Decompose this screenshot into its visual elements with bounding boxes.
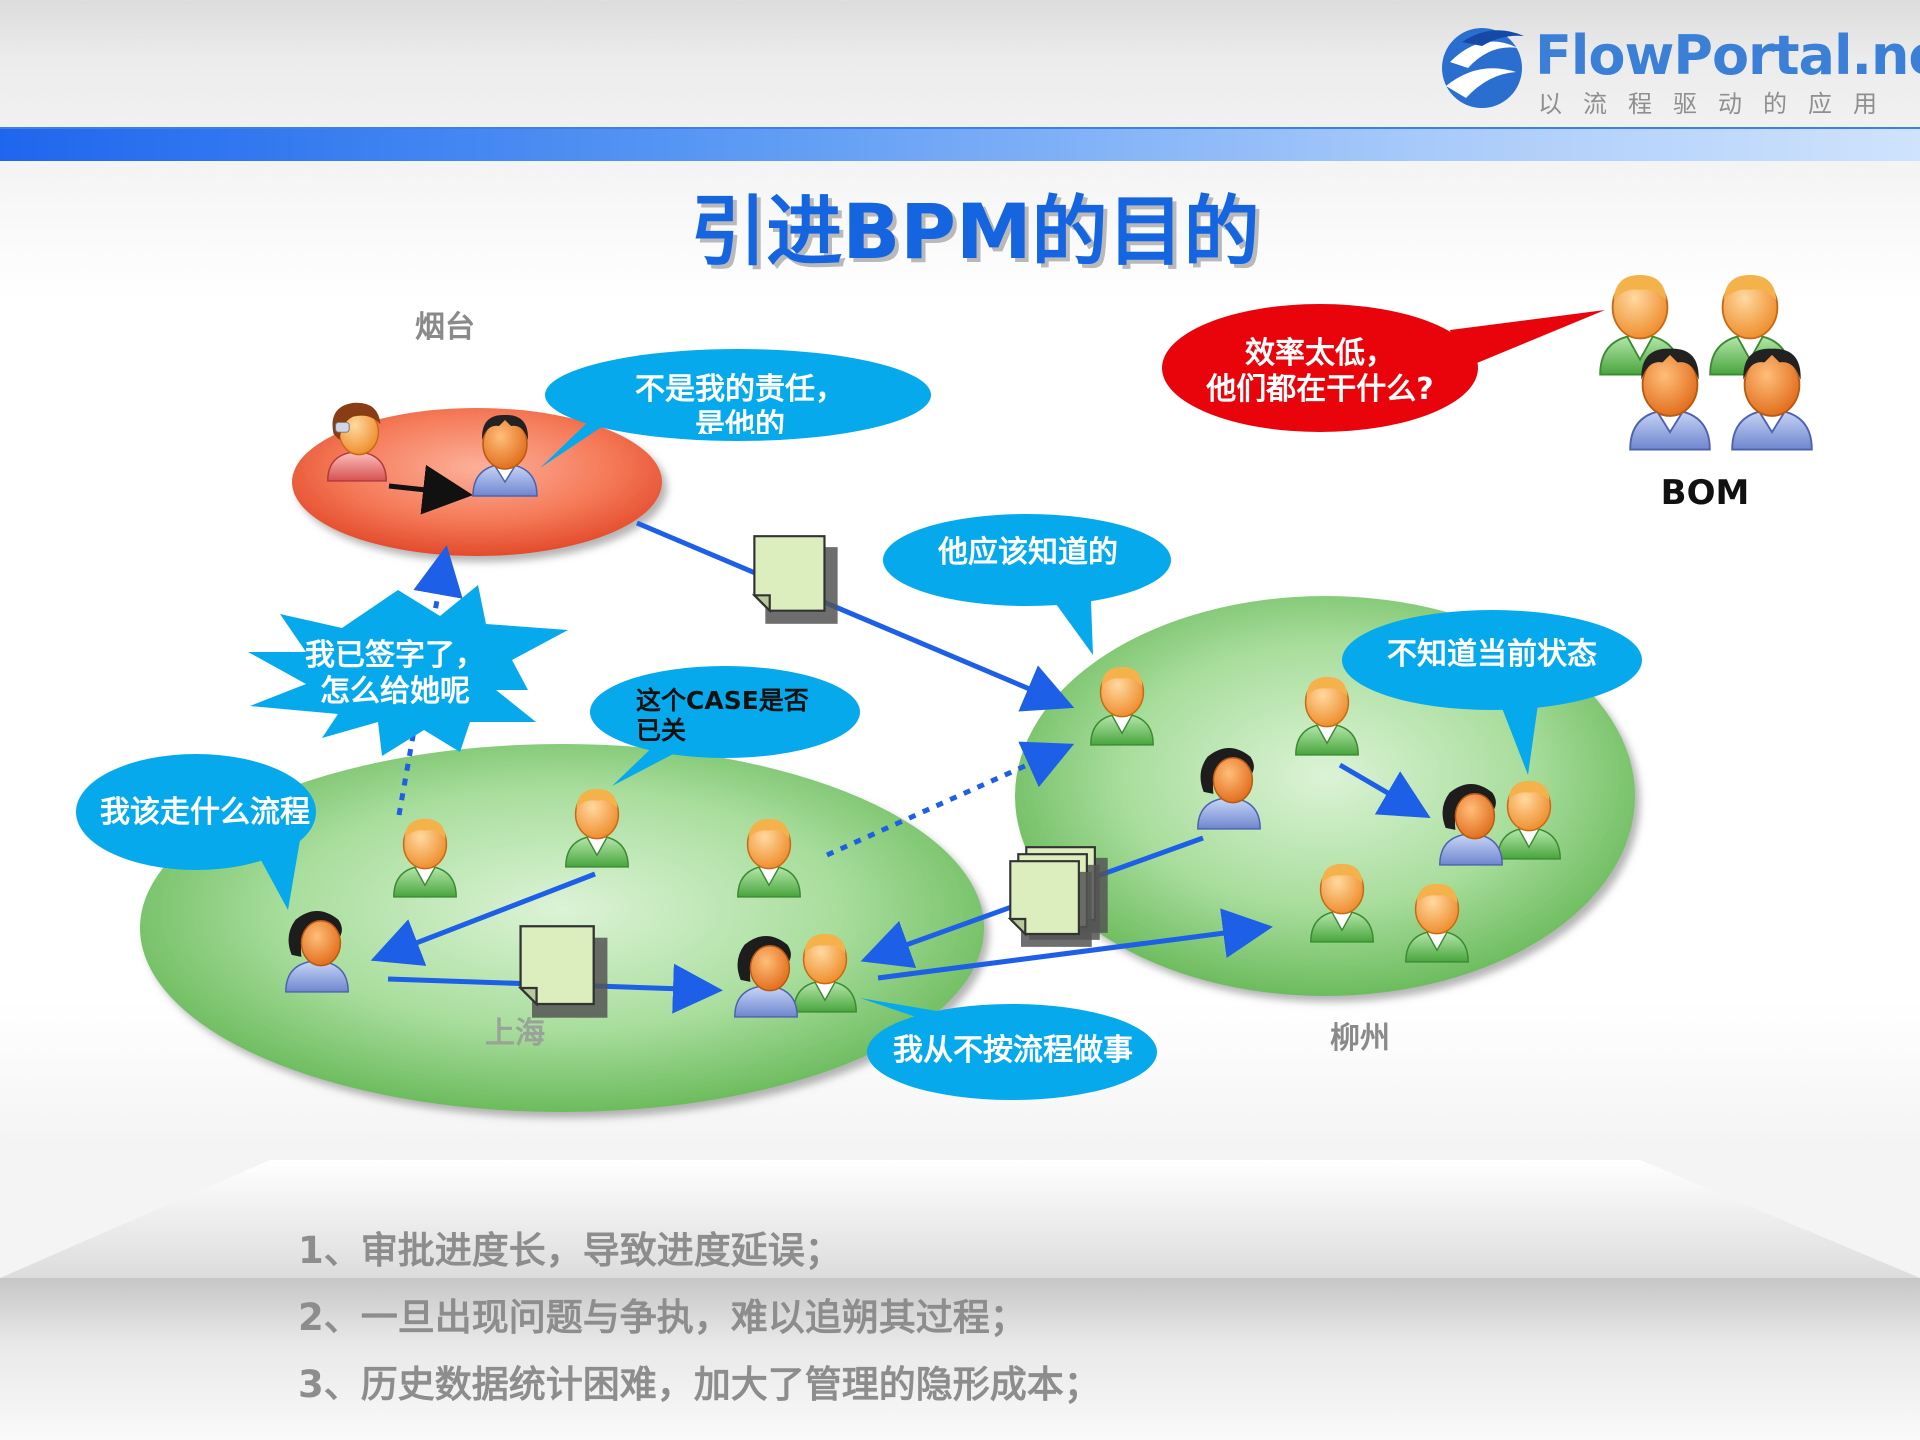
arrow-to-left-person	[370, 871, 596, 966]
bubble-case-closed	[590, 666, 860, 786]
problem-1: 1、审批进度长，导致进度延误；	[298, 1229, 842, 1272]
arrow-yantai-handoff	[388, 464, 473, 515]
city-label-shanghai: 上海	[485, 1016, 545, 1051]
bubble-never-follow	[860, 998, 1157, 1100]
person-female-blue-icon	[1197, 747, 1261, 830]
bubble-text-never-follow: 我从不按流程做事	[893, 1033, 1133, 1068]
collaboration-diagram	[76, 274, 1813, 1112]
document-icon	[519, 925, 609, 1019]
bottom-slab	[0, 1160, 1920, 1440]
bubble-unknown-state	[1342, 610, 1642, 775]
bubble-text-which-flow: 我该走什么流程	[100, 795, 310, 830]
bubble-text-efficiency: 效率太低， 他们都在干什么?	[1206, 336, 1434, 407]
city-label-liuzhou: 柳州	[1330, 1021, 1390, 1056]
header-band	[0, 129, 1920, 161]
brand-tagline: 以流程驱动的应用	[1538, 90, 1898, 118]
bubble-text-unknown-state: 不知道当前状态	[1387, 637, 1597, 672]
bubble-should-know	[883, 514, 1171, 655]
logo-swirl-icon	[1442, 28, 1524, 108]
bom-label: BOM	[1660, 473, 1750, 513]
person-female-blue-icon	[285, 910, 349, 993]
bubble-text-case-closed: 这个CASE是否 已关	[636, 686, 809, 745]
page-title: 引进BPM的目的	[690, 187, 1260, 276]
problem-2: 2、一旦出现问题与争执，难以追朔其过程；	[298, 1296, 1027, 1339]
bubble-which-flow	[76, 754, 316, 910]
bubble-text-signed: 我已签字了， 怎么给她呢	[305, 638, 485, 709]
brand-name: FlowPortal.net	[1535, 24, 1920, 87]
person-female-blue-icon	[734, 935, 798, 1018]
bubble-text-not-my-duty: 不是我的责任， 是他的	[635, 372, 845, 434]
bubble-text-should-know: 他应该知道的	[938, 535, 1118, 570]
header-band-line	[0, 127, 1920, 129]
arrow-center-to-liuzhou	[877, 908, 1273, 981]
problem-3: 3、历史数据统计困难，加大了管理的隐形成本；	[298, 1363, 1101, 1406]
arrow-liuzhou-inner	[1338, 762, 1431, 819]
person-female-blue-icon	[1439, 783, 1503, 866]
arrow-yantai-to-liuzhou	[636, 520, 1075, 712]
document-icon	[753, 535, 839, 625]
bubble-efficiency	[1162, 304, 1605, 432]
city-label-yantai: 烟台	[415, 310, 475, 345]
bubble-not-my-duty	[540, 349, 931, 468]
stacked-documents-icon	[1009, 846, 1109, 948]
starburst-signed	[248, 585, 568, 756]
